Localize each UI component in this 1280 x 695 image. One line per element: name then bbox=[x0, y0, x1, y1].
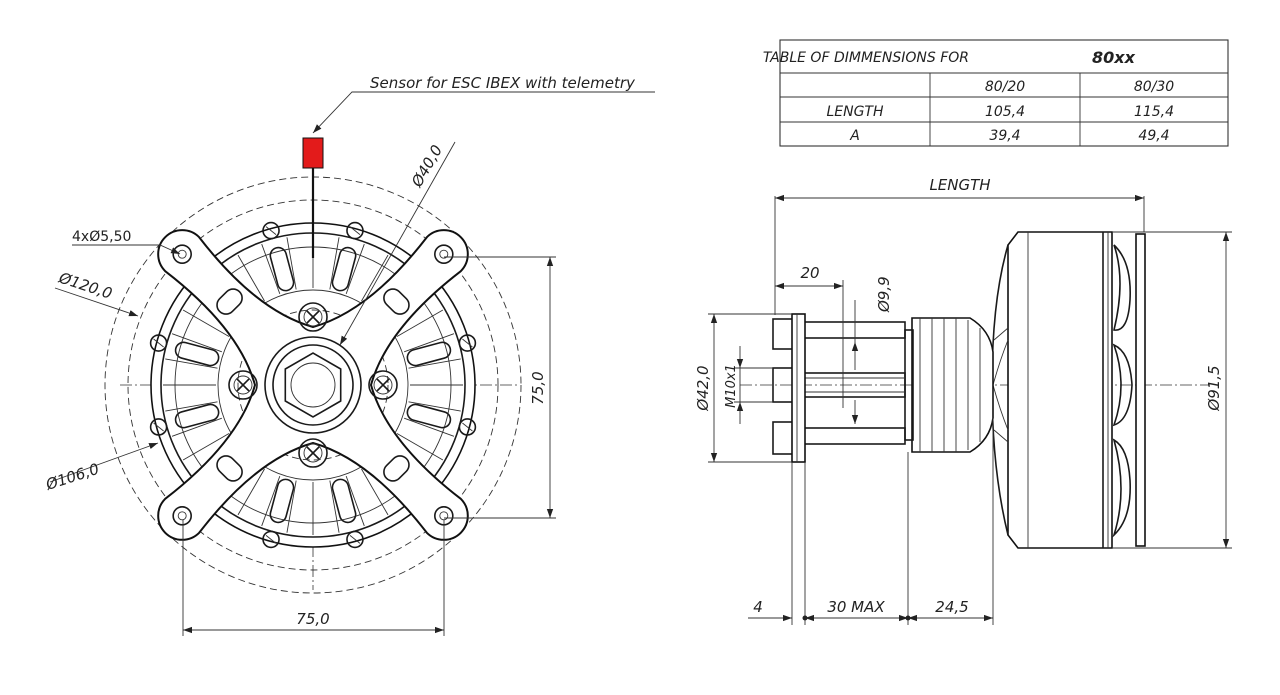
sensor-block bbox=[302, 137, 324, 169]
table-row-length-label: LENGTH bbox=[826, 104, 884, 120]
plate-slots bbox=[149, 221, 477, 549]
front-view: Sensor for ESC IBEX with telemetry 4xØ5,… bbox=[43, 74, 655, 636]
side-standoffs bbox=[803, 321, 906, 445]
mount-holes bbox=[172, 244, 454, 526]
hole-callout: 4xØ5,50 bbox=[72, 229, 131, 245]
table-row-a-label: A bbox=[849, 128, 860, 144]
hole-callout-leader bbox=[72, 244, 181, 255]
table-model: 80xx bbox=[1092, 48, 1136, 67]
dia-9-9-label: Ø9,9 bbox=[875, 276, 893, 313]
shaft-nut bbox=[284, 352, 342, 418]
table-title: TABLE OF DIMMENSIONS FOR bbox=[763, 50, 969, 66]
table-header-80-20: 80/20 bbox=[985, 79, 1025, 95]
side-rear-plate bbox=[1135, 233, 1146, 547]
dim-30max-label: 30 MAX bbox=[827, 598, 885, 616]
sensor-leader bbox=[312, 91, 655, 134]
table-row-a-80-30: 49,4 bbox=[1138, 128, 1169, 144]
table-row-length-80-30: 115,4 bbox=[1134, 104, 1174, 120]
dim-24-5-label: 24,5 bbox=[935, 598, 968, 616]
side-fan-blades bbox=[1112, 244, 1133, 538]
dia-106-label: Ø106,0 bbox=[43, 460, 102, 494]
side-view: LENGTH 20 Ø9,9 Ø42,0 M10x1 Ø91,5 bbox=[694, 176, 1232, 625]
dimension-table: TABLE OF DIMMENSIONS FOR 80xx 80/20 80/3… bbox=[763, 39, 1229, 147]
side-adapter-flange bbox=[791, 313, 806, 463]
table-row-a-80-20: 39,4 bbox=[989, 128, 1020, 144]
length-label: LENGTH bbox=[929, 176, 990, 194]
dia-40-label: Ø40,0 bbox=[407, 142, 446, 191]
mount-screws bbox=[228, 302, 398, 468]
dia-120-label: Ø120,0 bbox=[56, 268, 115, 302]
height-75-label: 75,0 bbox=[529, 371, 547, 404]
width-75-label: 75,0 bbox=[296, 610, 329, 628]
sensor-label: Sensor for ESC IBEX with telemetry bbox=[370, 74, 636, 92]
side-bell bbox=[1007, 231, 1113, 549]
dia-91-5-label: Ø91,5 bbox=[1205, 365, 1223, 411]
dim-4-label: 4 bbox=[753, 598, 763, 616]
dia-42-label: Ø42,0 bbox=[694, 365, 712, 411]
table-row-length-80-20: 105,4 bbox=[985, 104, 1025, 120]
dim-20-label: 20 bbox=[800, 264, 819, 282]
thread-label: M10x1 bbox=[724, 364, 739, 408]
table-header-80-30: 80/30 bbox=[1134, 79, 1174, 95]
side-front-hub bbox=[911, 317, 994, 453]
